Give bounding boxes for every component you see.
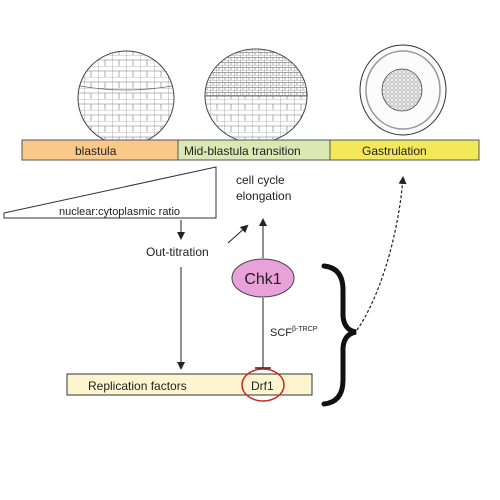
gastrula-embryo-icon bbox=[359, 44, 447, 136]
drf1-highlight-circle bbox=[241, 368, 285, 402]
out-titration-label: Out-titration bbox=[146, 245, 209, 259]
ratio-wedge bbox=[3, 166, 217, 219]
blastula-embryo-icon bbox=[77, 50, 175, 146]
stage-blastula-label: blastula bbox=[75, 144, 117, 158]
scf-label: SCFβ-TRCP bbox=[270, 326, 318, 339]
arrow-outtitration-to-elongation bbox=[227, 224, 249, 244]
timeline-stage-gastrulation bbox=[329, 139, 480, 161]
chk1-label: Chk1 bbox=[244, 271, 281, 288]
scf-superscript: β-TRCP bbox=[292, 326, 318, 333]
arrow-to-gastrulation bbox=[356, 176, 407, 331]
replication-factors-label: Replication factors bbox=[88, 379, 187, 393]
ratio-label: nuclear:cytoplasmic ratio bbox=[59, 206, 180, 218]
chk1-node bbox=[231, 258, 295, 298]
timeline-bar: blastula Mid-blastula transition Gastrul… bbox=[21, 139, 480, 161]
mbt-embryo-icon bbox=[204, 48, 308, 144]
drf1-label: Drf1 bbox=[251, 379, 274, 393]
elongation-label: elongation bbox=[236, 189, 291, 203]
replication-box bbox=[66, 373, 313, 396]
stage-gastrulation-label: Gastrulation bbox=[362, 144, 427, 158]
stage-mbt-label: Mid-blastula transition bbox=[184, 144, 301, 158]
cell-cycle-label: cell cycle bbox=[236, 173, 285, 187]
curly-brace bbox=[321, 263, 357, 407]
